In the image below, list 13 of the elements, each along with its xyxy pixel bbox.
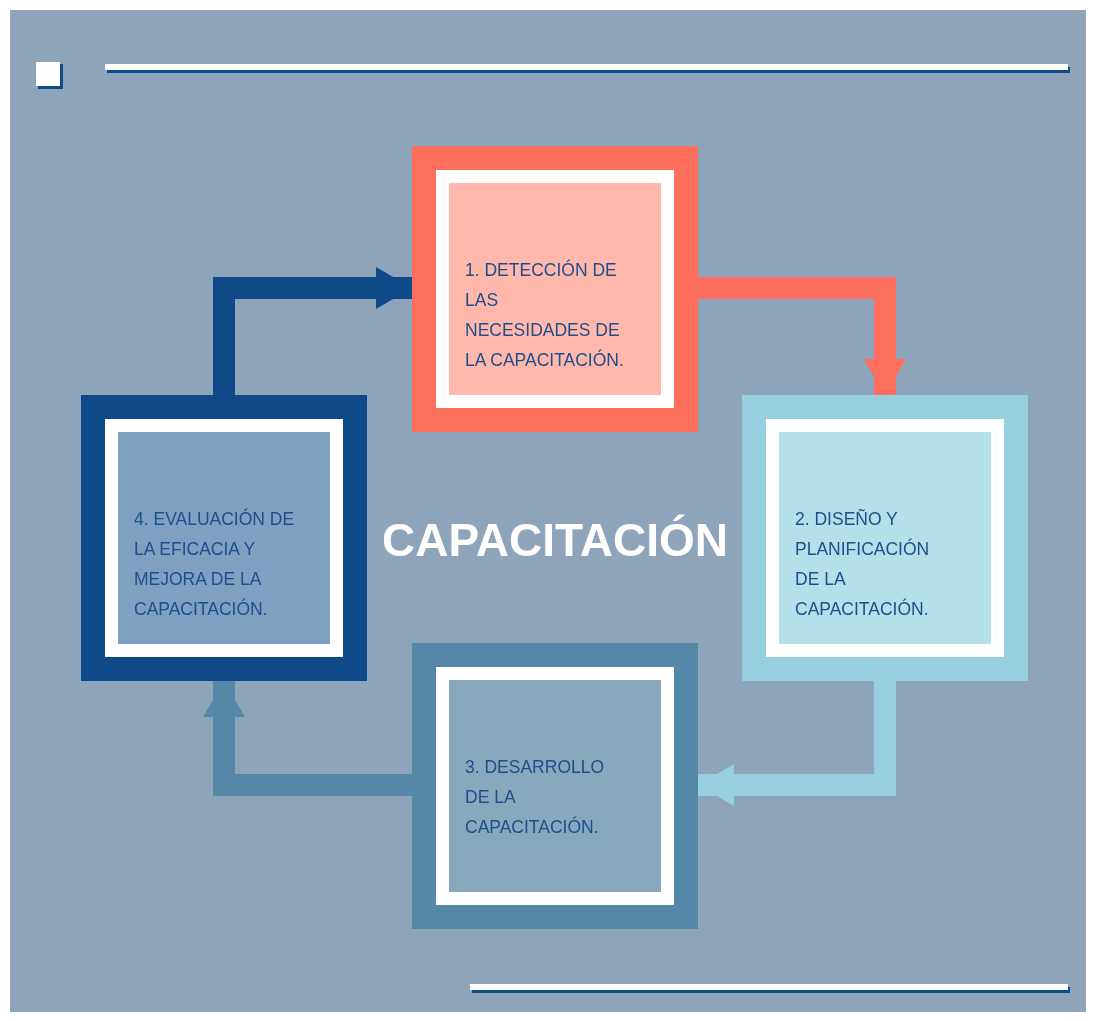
step-text: 4. EVALUACIÓN DE LA EFICACIA Y MEJORA DE LA CAPACITACIÓN.	[134, 507, 296, 621]
process-box	[742, 395, 1028, 681]
arrow	[213, 267, 412, 395]
process-box	[81, 395, 367, 681]
arrow	[698, 681, 896, 806]
step-text: 3. DESARROLLO DE LA CAPACITACIÓN.	[465, 756, 606, 839]
step-text: 2. DISEÑO Y PLANIFICACIÓN DE LA CAPACITACIÓN.	[795, 508, 931, 621]
diagram-title: CAPACITACIÓN	[381, 513, 729, 568]
step-text: 1. DETECCIÓN DE LAS NECESIDADES DE LA CAPACITACIÓN.	[465, 258, 625, 372]
process-box	[412, 146, 698, 432]
arrow	[698, 277, 906, 395]
arrow	[203, 681, 412, 796]
process-box	[412, 643, 698, 929]
